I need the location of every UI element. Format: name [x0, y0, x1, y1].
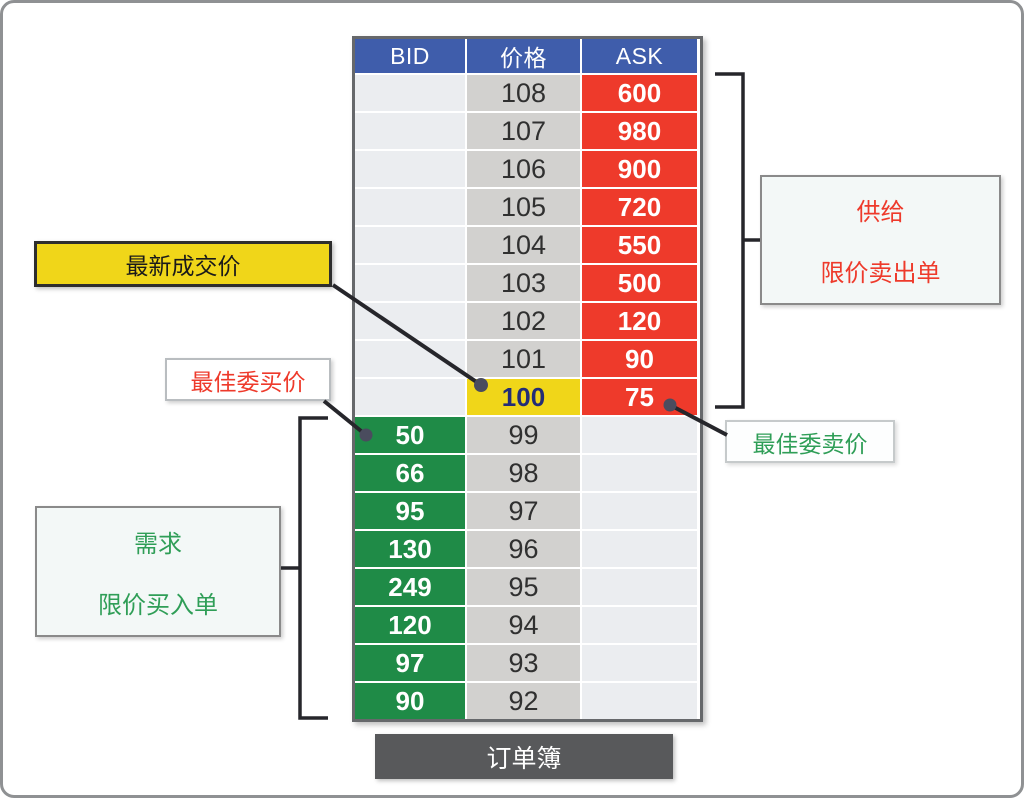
price-cell: 98 [467, 455, 580, 491]
orderbook-title-bar: 订单簿 [375, 734, 673, 779]
bid-cell: 90 [355, 683, 465, 719]
last-trade-price-label: 最新成交价 [34, 241, 332, 287]
bid-cell: 97 [355, 645, 465, 681]
price-column-header: 价格 [467, 39, 580, 73]
price-cell: 95 [467, 569, 580, 605]
ask-cell: 720 [582, 189, 697, 225]
bid-cell [355, 113, 465, 149]
price-cell: 96 [467, 531, 580, 567]
demand-box: 需求 限价买入单 [35, 506, 281, 637]
ask-cell: 90 [582, 341, 697, 377]
price-cell: 92 [467, 683, 580, 719]
bid-cell: 95 [355, 493, 465, 529]
demand-bracket [281, 416, 328, 720]
ask-cell: 550 [582, 227, 697, 263]
bid-cell [355, 189, 465, 225]
ask-cell: 500 [582, 265, 697, 301]
price-cell: 104 [467, 227, 580, 263]
bid-cell [355, 227, 465, 263]
bid-cell: 66 [355, 455, 465, 491]
bid-cell [355, 303, 465, 339]
supply-subtitle: 限价卖出单 [820, 260, 941, 287]
ask-cell [582, 569, 697, 605]
bid-cell [355, 341, 465, 377]
ask-cell [582, 493, 697, 529]
ask-cell [582, 607, 697, 643]
price-cell: 94 [467, 607, 580, 643]
ask-cell [582, 455, 697, 491]
ask-cell [582, 531, 697, 567]
ask-cell: 900 [582, 151, 697, 187]
ask-cell: 600 [582, 75, 697, 111]
supply-bracket [715, 72, 760, 409]
ask-column-header: ASK [582, 39, 697, 73]
bid-cell [355, 265, 465, 301]
ask-cell: 120 [582, 303, 697, 339]
ask-cell: 75 [582, 379, 697, 415]
price-cell: 103 [467, 265, 580, 301]
supply-title: 供给 [856, 199, 905, 226]
best-ask-label: 最佳委卖价 [725, 420, 895, 463]
bid-cell [355, 75, 465, 111]
price-cell: 100 [467, 379, 580, 415]
ask-cell: 980 [582, 113, 697, 149]
price-cell: 99 [467, 417, 580, 453]
bid-cell: 249 [355, 569, 465, 605]
bid-cell [355, 151, 465, 187]
price-cell: 108 [467, 75, 580, 111]
bid-cell: 50 [355, 417, 465, 453]
bid-cell: 130 [355, 531, 465, 567]
price-cell: 102 [467, 303, 580, 339]
price-cell: 107 [467, 113, 580, 149]
price-cell: 93 [467, 645, 580, 681]
best-bid-label: 最佳委买价 [165, 358, 331, 401]
demand-title: 需求 [134, 530, 182, 558]
ask-cell [582, 417, 697, 453]
price-cell: 101 [467, 341, 580, 377]
price-cell: 97 [467, 493, 580, 529]
ask-cell [582, 645, 697, 681]
bid-cell: 120 [355, 607, 465, 643]
bid-cell [355, 379, 465, 415]
supply-box: 供给 限价卖出单 [760, 175, 1001, 305]
ask-cell [582, 683, 697, 719]
price-cell: 106 [467, 151, 580, 187]
demand-subtitle: 限价买入单 [98, 591, 218, 619]
bid-column-header: BID [355, 39, 465, 73]
table-header-row: BID 价格 ASK [355, 39, 700, 73]
price-cell: 105 [467, 189, 580, 225]
